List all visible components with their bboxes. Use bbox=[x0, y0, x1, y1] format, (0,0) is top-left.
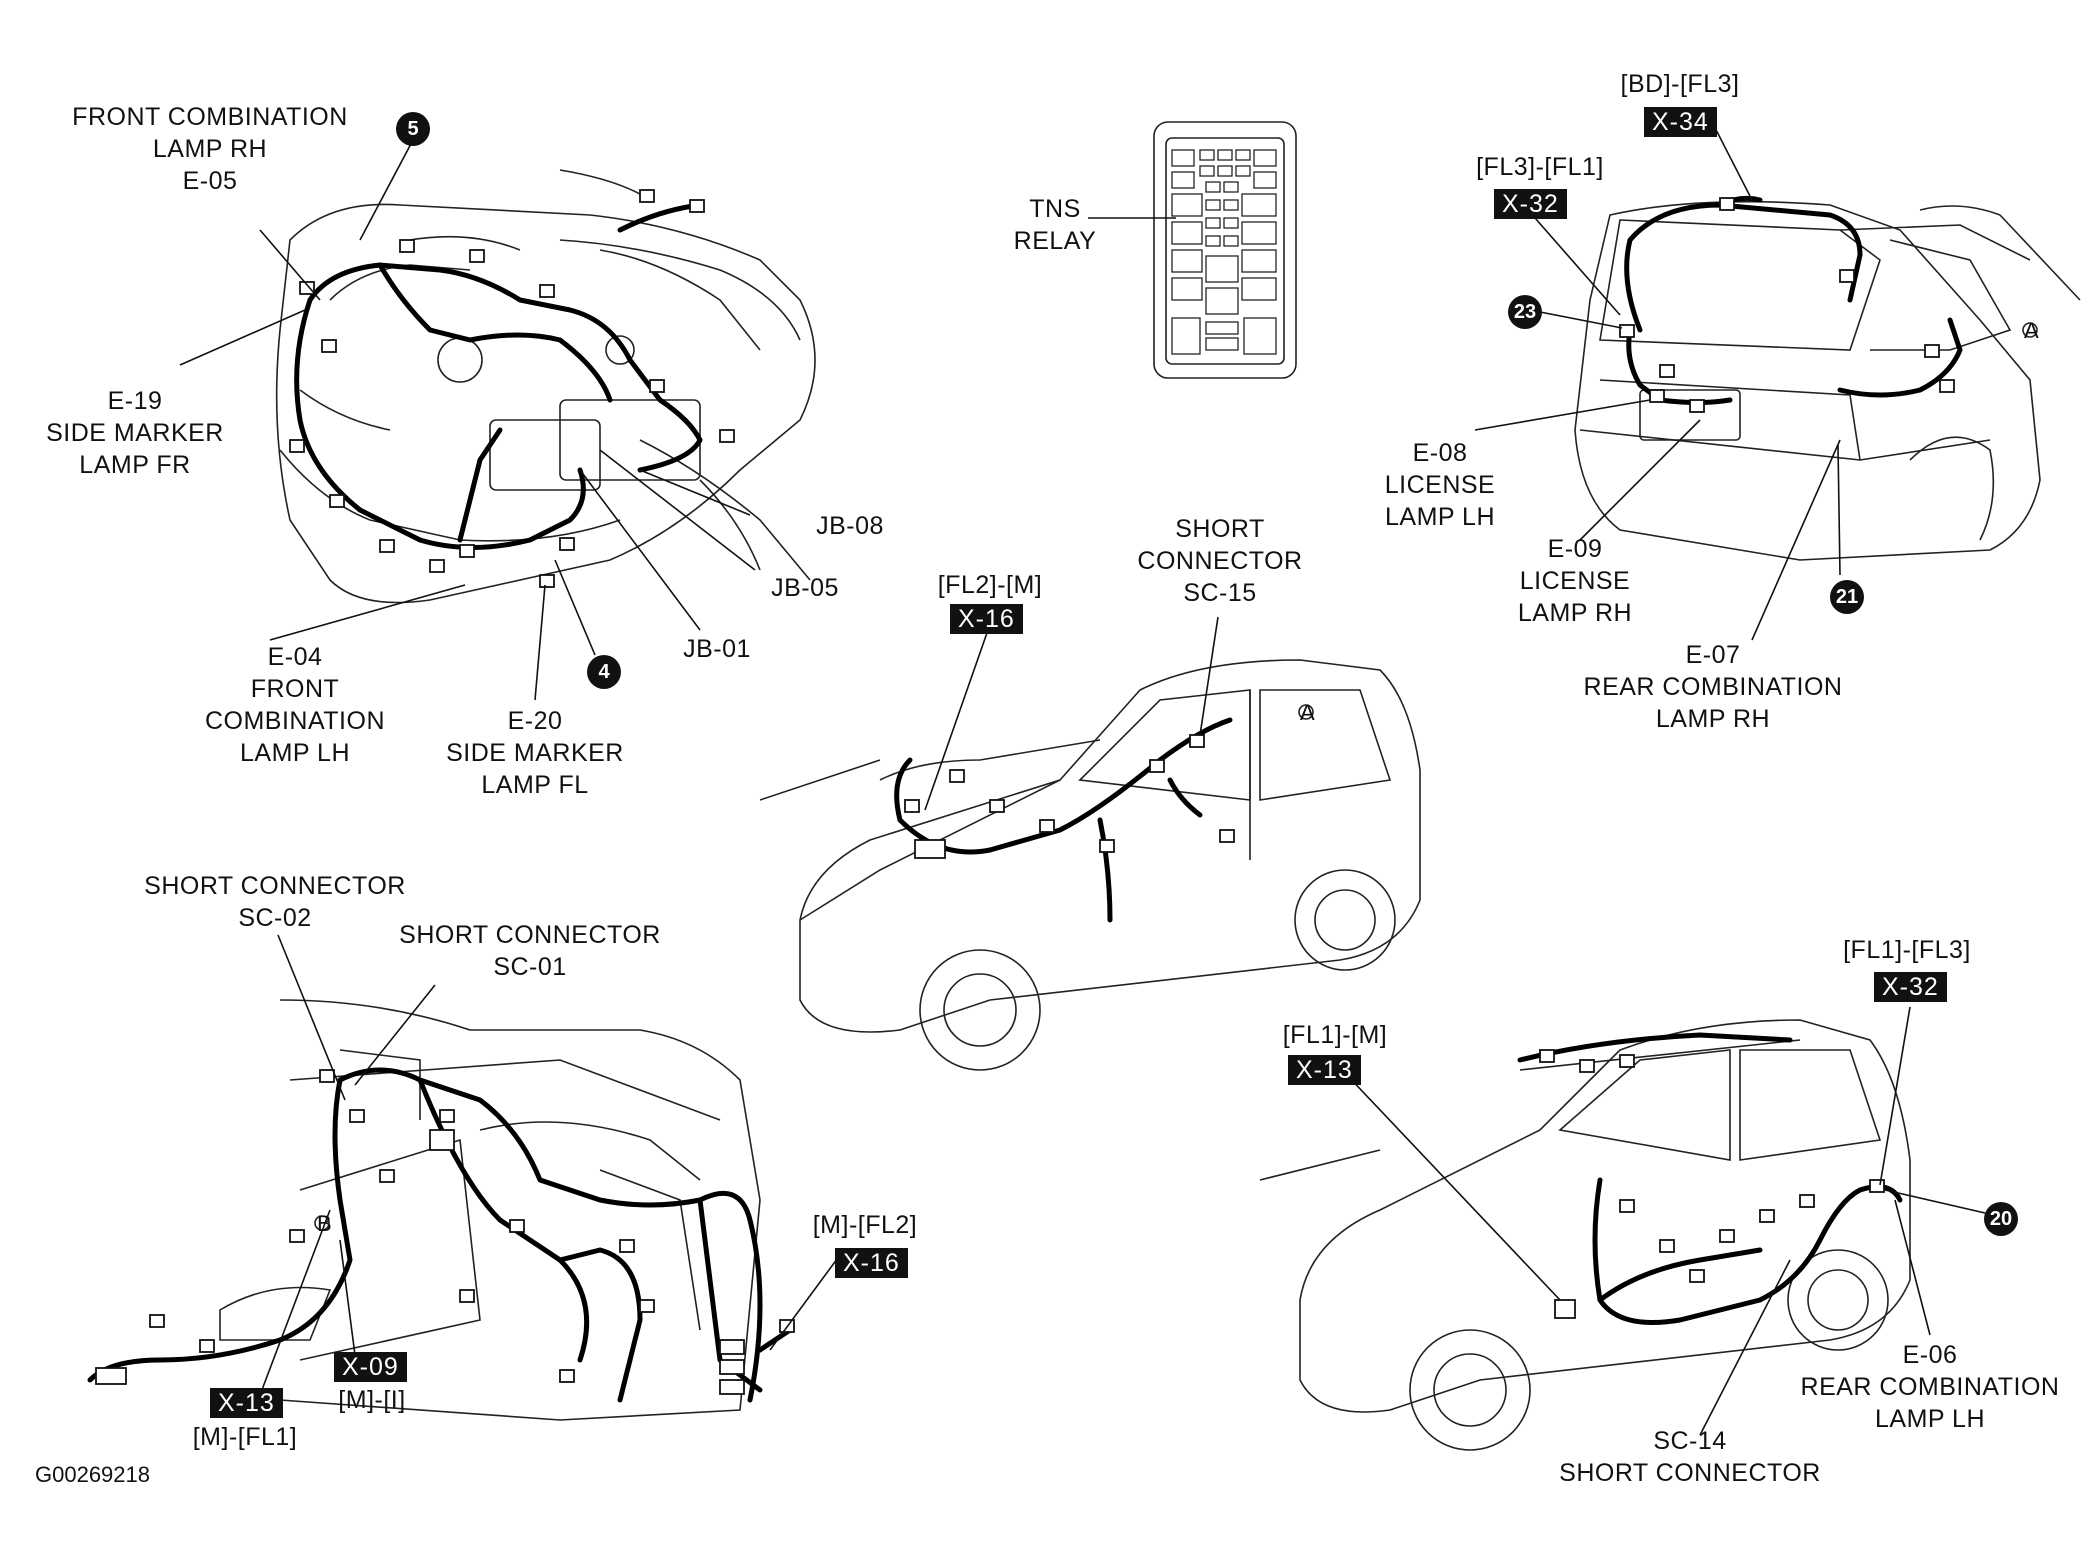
callout-5: 5 bbox=[396, 112, 430, 146]
marker-b: B bbox=[317, 1211, 332, 1236]
label-m-fl1: [M]-[FL1] bbox=[192, 1423, 298, 1451]
callout-4: 4 bbox=[587, 655, 621, 689]
side-vehicle-illustration-bottom bbox=[1259, 1006, 1986, 1451]
callout-20: 20 bbox=[1984, 1202, 2018, 1236]
marker-a-side: A bbox=[1300, 700, 1315, 725]
label-e09-license-lamp-rh: E-09 LICENSE LAMP RH bbox=[1517, 535, 1633, 627]
label-jb05: JB-05 bbox=[771, 574, 839, 602]
engine-bay-illustration bbox=[179, 139, 816, 701]
rear-vehicle-illustration bbox=[1474, 117, 2081, 641]
label-e19-side-marker-lamp-fr: E-19 SIDE MARKER LAMP FR bbox=[46, 387, 224, 479]
label-fl1-fl3: [FL1]-[FL3] bbox=[1843, 936, 1971, 964]
label-e05-front-combination-lamp-rh: FRONT COMBINATION LAMP RH E-05 bbox=[72, 103, 348, 195]
label-fl2-m: [FL2]-[M] bbox=[937, 571, 1043, 599]
label-e20-side-marker-lamp-fl: E-20 SIDE MARKER LAMP FL bbox=[446, 707, 624, 799]
label-sc14-short-connector: SC-14 SHORT CONNECTOR bbox=[1559, 1427, 1821, 1487]
tag-x16-dash: X-16 bbox=[835, 1248, 908, 1278]
label-fl3-fl1: [FL3]-[FL1] bbox=[1476, 153, 1604, 181]
callout-23: 23 bbox=[1508, 295, 1542, 329]
label-sc01-short-connector: SHORT CONNECTOR SC-01 bbox=[399, 921, 661, 981]
label-e06-rear-combination-lamp-lh: E-06 REAR COMBINATION LAMP LH bbox=[1800, 1341, 2060, 1433]
label-tns-relay: TNS RELAY bbox=[1013, 195, 1097, 255]
label-fl1-m: [FL1]-[M] bbox=[1282, 1021, 1388, 1049]
dashboard-illustration bbox=[87, 934, 841, 1421]
tag-x16-top: X-16 bbox=[950, 604, 1023, 634]
diagram-id: G00269218 bbox=[35, 1462, 150, 1487]
tag-x09: X-09 bbox=[334, 1352, 407, 1382]
tag-x13-side: X-13 bbox=[1288, 1055, 1361, 1085]
tag-x34: X-34 bbox=[1644, 107, 1717, 137]
label-e04-front-combination-lamp-lh: E-04 FRONT COMBINATION LAMP LH bbox=[204, 643, 386, 767]
side-vehicle-illustration-top bbox=[759, 616, 1421, 1071]
marker-a-rear: A bbox=[2024, 318, 2039, 343]
label-e07-rear-combination-lamp-rh: E-07 REAR COMBINATION LAMP RH bbox=[1583, 641, 1843, 733]
label-m-fl2: [M]-[FL2] bbox=[812, 1211, 918, 1239]
tag-x32-rear: X-32 bbox=[1494, 189, 1567, 219]
label-bd-fl3: [BD]-[FL3] bbox=[1620, 70, 1740, 98]
tns-relay-box bbox=[1088, 121, 1297, 379]
label-sc15-short-connector: SHORT CONNECTOR SC-15 bbox=[1137, 515, 1303, 607]
callout-21: 21 bbox=[1830, 580, 1864, 614]
label-e08-license-lamp-lh: E-08 LICENSE LAMP LH bbox=[1384, 439, 1496, 531]
label-m-i: [M]-[I] bbox=[338, 1386, 406, 1414]
tag-x13-dash: X-13 bbox=[210, 1388, 283, 1418]
label-sc02-short-connector: SHORT CONNECTOR SC-02 bbox=[144, 872, 406, 932]
tag-x32-side: X-32 bbox=[1874, 972, 1947, 1002]
label-jb01: JB-01 bbox=[683, 635, 751, 663]
label-jb08: JB-08 bbox=[816, 512, 884, 540]
